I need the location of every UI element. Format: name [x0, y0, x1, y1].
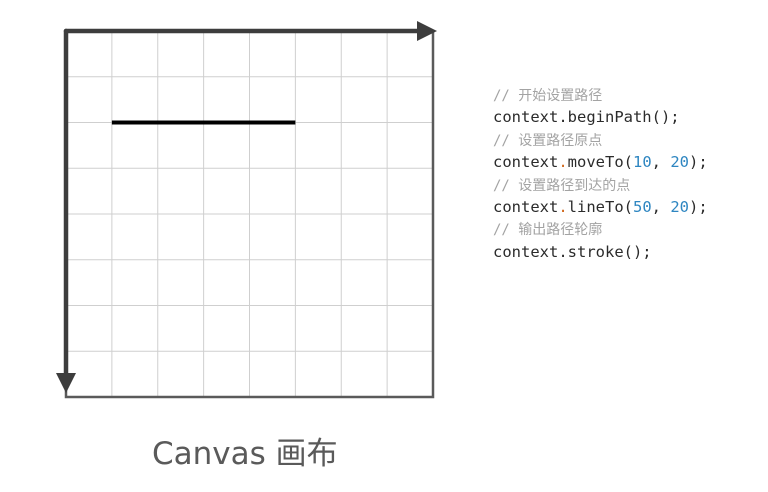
- canvas-coordinate-diagram: [56, 21, 437, 399]
- code-comment: // 设置路径原点: [493, 129, 708, 151]
- canvas-caption: Canvas 画布: [152, 436, 338, 472]
- code-token: ,: [651, 153, 671, 172]
- code-comment: // 输出路径轮廓: [493, 218, 708, 240]
- code-comment: // 设置路径到达的点: [493, 174, 708, 196]
- comment-text: // 设置路径到达的点: [493, 177, 631, 194]
- code-token: ,: [651, 197, 671, 216]
- code-number: 20: [670, 197, 690, 216]
- code-snippet: // 开始设置路径 context.beginPath(); // 设置路径原点 co…: [493, 84, 708, 263]
- code-token: );: [689, 153, 708, 172]
- code-number: 50: [633, 197, 652, 216]
- code-token: lineTo(: [567, 197, 633, 216]
- code-token: context.stroke();: [493, 242, 652, 261]
- comment-text: // 开始设置路径: [493, 88, 603, 104]
- comment-text: // 输出路径轮廓: [493, 222, 603, 239]
- canvas-grid: [66, 31, 433, 397]
- code-statement: context.stroke();: [493, 241, 708, 263]
- code-dot: .: [558, 197, 568, 216]
- y-axis-arrowhead: [56, 373, 76, 393]
- code-dot: .: [558, 153, 568, 172]
- comment-text: // 设置路径原点: [493, 132, 603, 149]
- code-statement: context.lineTo(50, 20);: [493, 196, 708, 218]
- code-comment: // 开始设置路径: [493, 84, 708, 106]
- code-number: 10: [633, 153, 652, 172]
- code-number: 20: [670, 153, 690, 172]
- code-token: moveTo(: [567, 153, 633, 172]
- code-statement: context.beginPath();: [493, 106, 708, 128]
- code-token: context: [493, 197, 559, 216]
- code-token: context: [493, 153, 559, 172]
- x-axis-arrowhead: [417, 21, 437, 41]
- code-statement: context.moveTo(10, 20);: [493, 151, 708, 173]
- code-token: context.beginPath();: [493, 108, 680, 127]
- code-token: );: [689, 197, 708, 216]
